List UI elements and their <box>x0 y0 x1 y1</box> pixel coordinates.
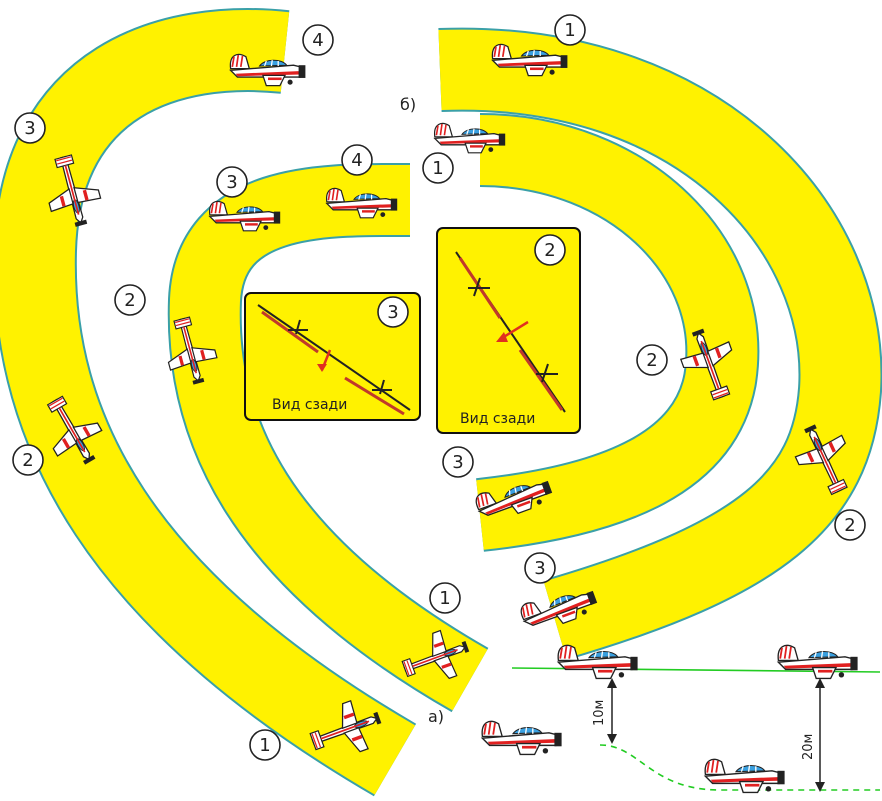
aircraft-icon <box>480 720 563 756</box>
badge-text: 2 <box>124 290 135 311</box>
badge-text: 2 <box>844 515 855 536</box>
badge-text: 2 <box>544 240 555 261</box>
inset-rear-view-2: Вид сзади 2 <box>436 227 581 434</box>
corridor-left-inner <box>167 162 489 713</box>
corridor-right-inner <box>476 113 760 552</box>
badge-text: 1 <box>259 735 270 756</box>
badge-text: 1 <box>564 20 575 41</box>
badge-text: 4 <box>351 150 362 171</box>
badge-text: 1 <box>439 588 450 609</box>
badge-text: 3 <box>387 302 398 323</box>
badge-text: 2 <box>22 450 33 471</box>
distance-label-20m: 20м <box>801 734 816 760</box>
badge-text: 4 <box>312 30 323 51</box>
formation-levels: 10м 20м <box>480 644 881 794</box>
badge-text: 2 <box>646 350 657 371</box>
aircraft-icon <box>776 644 859 680</box>
badge-text: 3 <box>226 172 237 193</box>
rear-view-label: Вид сзади <box>460 411 535 427</box>
variant-b-label: б) <box>400 95 416 114</box>
distance-label-10m: 10м <box>592 700 607 726</box>
rear-view-label: Вид сзади <box>272 397 347 413</box>
position-badges: 4 3 2 1 3 4 2 1 1 1 2 2 3 3 <box>12 14 866 761</box>
badge-text: 3 <box>452 452 463 473</box>
turn-arrow-icon <box>501 320 529 340</box>
inset-rear-view-3: Вид сзади 3 <box>244 292 421 421</box>
badge-text: 3 <box>24 118 35 139</box>
aircraft-icon <box>703 758 786 794</box>
badge-text: 3 <box>534 558 545 579</box>
badge-text: 1 <box>432 158 443 179</box>
corridor-left-outer <box>0 8 417 797</box>
variant-a-label: а) <box>428 707 444 726</box>
corridor-right-outer <box>438 27 882 661</box>
